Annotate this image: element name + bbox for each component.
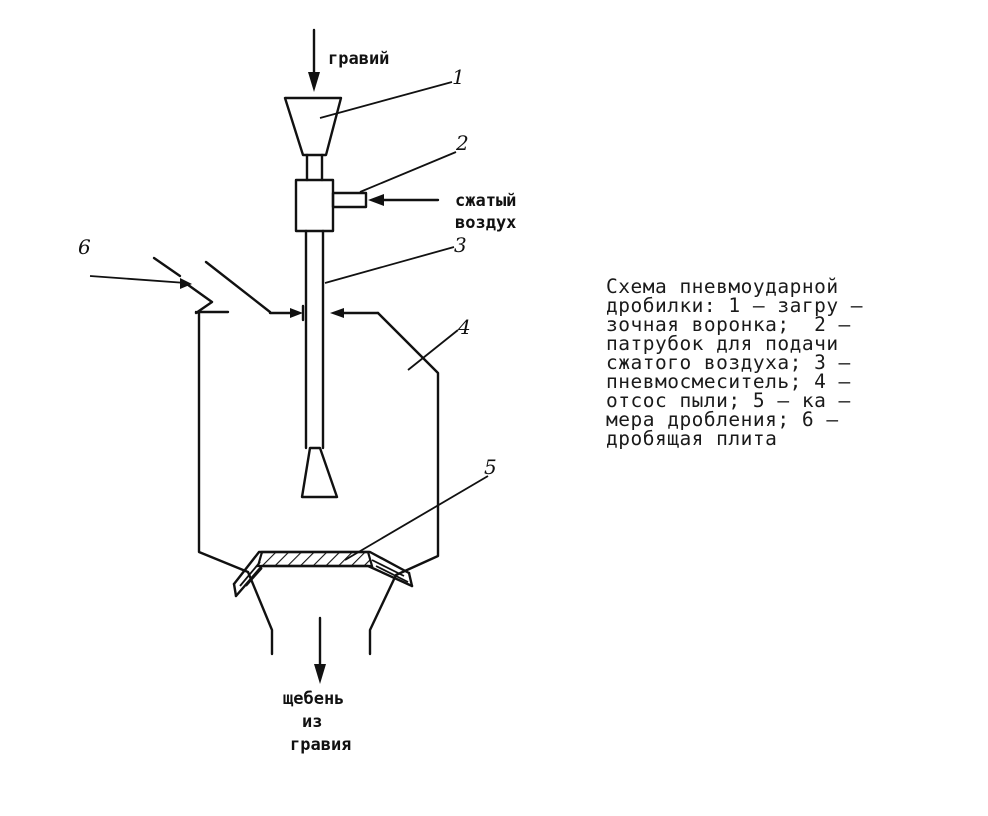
leader-5	[344, 475, 489, 561]
caption-line: мера дробления; 6 –	[606, 408, 839, 431]
leader-6	[89, 256, 192, 289]
leader-3	[324, 246, 455, 284]
air-input-arrow	[368, 194, 440, 206]
number-4: 4	[457, 315, 471, 339]
caption-line: отсос пыли; 5 – ка –	[606, 389, 851, 412]
air-label-line1: сжатый	[455, 191, 516, 211]
pneumatic-mixer	[300, 229, 339, 499]
output-label-line3: гравия	[290, 735, 351, 755]
caption-line: пневмосмеситель; 4 –	[606, 370, 851, 393]
number-5: 5	[484, 455, 497, 479]
output-label-line1: щебень	[283, 689, 344, 709]
loading-funnel	[283, 96, 343, 182]
leader-1	[319, 81, 453, 119]
output-label-line2: из	[302, 712, 322, 732]
air-label-line2: воздух	[455, 213, 516, 233]
leader-2	[359, 151, 457, 193]
number-3: 3	[454, 233, 467, 257]
crushing-plate	[256, 550, 374, 568]
output-arrow	[314, 616, 326, 684]
caption-line: дробящая плита	[606, 427, 778, 450]
caption-line: зочная воронка; 2 –	[606, 313, 851, 336]
cone-hatch	[239, 559, 409, 587]
gravel-label: гравий	[328, 49, 389, 69]
caption-line: сжатого воздуха; 3 –	[606, 351, 851, 374]
caption-line: патрубок для подачи	[606, 332, 839, 355]
caption-line: Схема пневмоударной	[606, 275, 839, 298]
number-1: 1	[452, 65, 465, 89]
air-nozzle	[294, 178, 368, 233]
inlet-arrows	[268, 304, 380, 322]
figure-caption: Схема пневмоударной дробилки: 1 – загру …	[606, 275, 978, 450]
crushing-chamber-body	[182, 260, 440, 656]
number-2: 2	[455, 131, 469, 155]
leader-4	[407, 329, 459, 371]
caption-line: дробилки: 1 – загру –	[606, 294, 864, 317]
gravel-input-arrow	[308, 28, 320, 92]
number-6: 6	[78, 235, 91, 259]
